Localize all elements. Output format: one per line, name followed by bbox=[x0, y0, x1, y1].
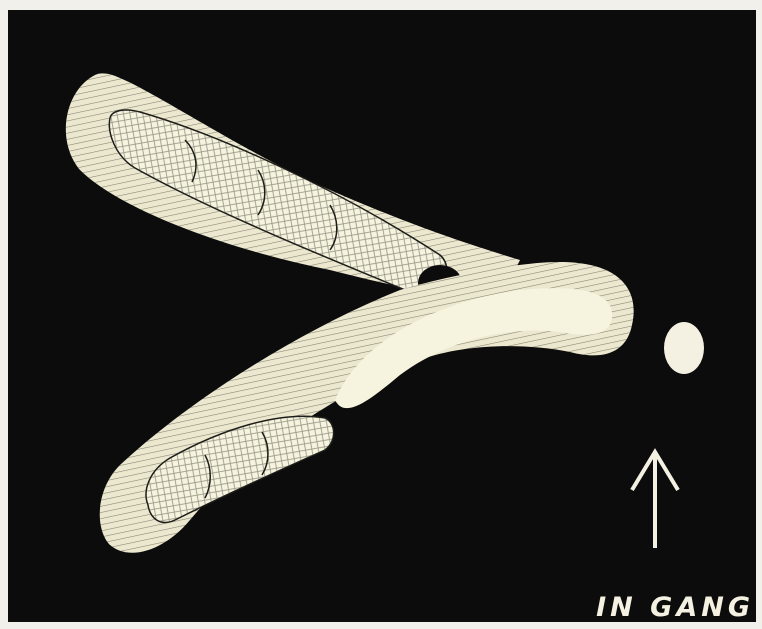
entrance-hole bbox=[664, 322, 704, 374]
entrance-label: IN GANG bbox=[596, 592, 754, 623]
